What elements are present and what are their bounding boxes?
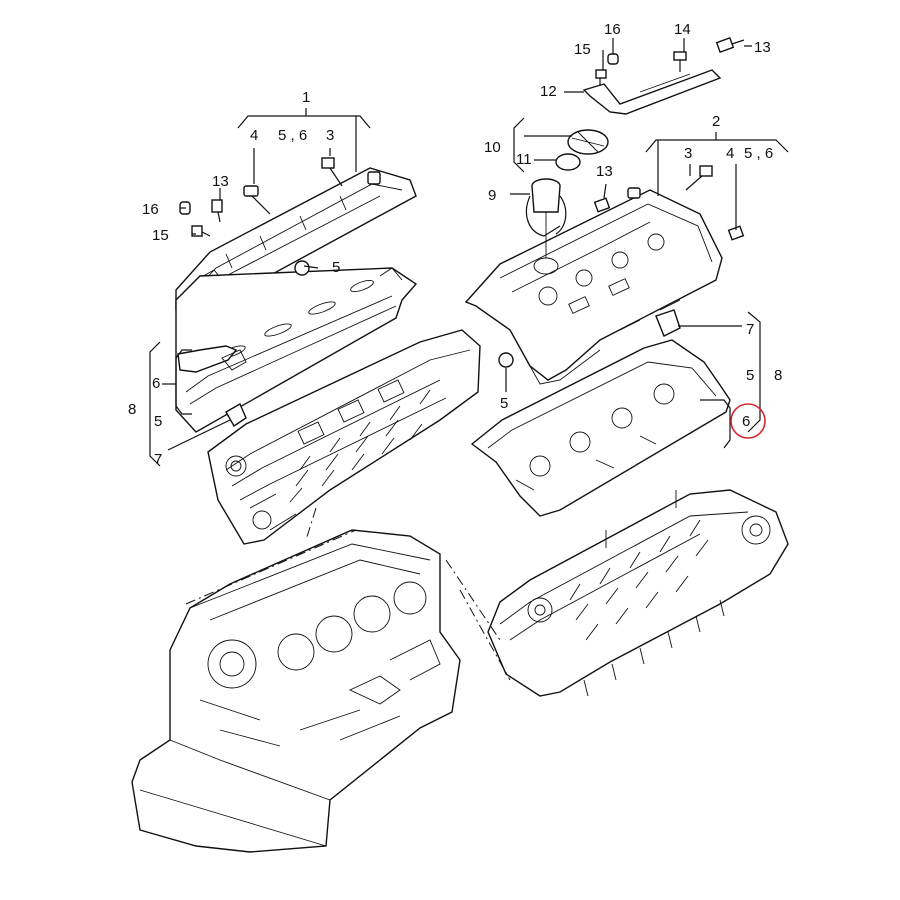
right-valve-cover-gasket — [470, 339, 731, 517]
right-plug-seal — [655, 309, 681, 337]
right-cylinder-head — [487, 489, 789, 697]
top-screw — [595, 69, 607, 86]
breather-pipe — [582, 69, 722, 115]
label-part-7-right: 7 — [746, 321, 754, 338]
label-part-3-left: 3 — [326, 127, 334, 144]
label-part-9: 9 — [488, 187, 496, 204]
label-part-5-center: 5 — [500, 395, 508, 412]
right-stud — [685, 165, 713, 191]
label-part-8-right: 8 — [774, 367, 782, 384]
label-part-5-right: 5 — [746, 367, 754, 384]
top-sensor — [715, 37, 745, 53]
label-part-5-6-left: 5 , 6 — [278, 127, 307, 144]
left-stud — [321, 157, 343, 187]
label-part-3-right: 3 — [684, 145, 692, 162]
label-part-16-left: 16 — [142, 201, 159, 218]
left-cylinder-head — [207, 329, 481, 545]
oil-filler-hose — [525, 195, 567, 237]
left-screw — [191, 225, 211, 237]
left-grommet — [294, 260, 310, 276]
top-bolt — [673, 51, 687, 72]
label-part-13-top: 13 — [754, 39, 771, 56]
right-sensor — [593, 197, 611, 213]
label-part-6-left-bracket: 6 — [152, 375, 160, 392]
label-part-14-top: 14 — [674, 21, 691, 38]
label-part-15-top: 15 — [574, 41, 591, 58]
highlight-circle — [730, 403, 766, 439]
top-cap — [607, 53, 619, 65]
right-grommet — [498, 352, 514, 368]
label-part-5-left-bracket: 5 — [154, 413, 162, 430]
label-part-12-top: 12 — [540, 83, 557, 100]
filler-cap-seal-ring — [555, 153, 581, 171]
label-part-7-left-bracket: 7 — [154, 451, 162, 468]
label-part-10: 10 — [484, 139, 501, 156]
right-bolt — [727, 225, 745, 241]
leader-lines — [149, 38, 789, 467]
label-part-4-right: 4 — [726, 145, 734, 162]
label-part-13-left: 13 — [212, 173, 229, 190]
left-sensor — [211, 199, 223, 223]
right-valve-cover — [464, 187, 723, 385]
label-part-1: 1 — [302, 89, 310, 106]
left-plug-seal — [225, 403, 247, 427]
label-part-5-left-grommet: 5 — [332, 259, 340, 276]
label-part-8-left-bracket: 8 — [128, 401, 136, 418]
callout-labels: 1 4 5 , 6 3 13 16 15 5 6 8 5 7 16 15 14 … — [128, 21, 782, 468]
left-bolt — [243, 185, 271, 215]
engine-block — [131, 529, 461, 853]
label-part-4-left: 4 — [250, 127, 258, 144]
label-part-5-6-right: 5 , 6 — [744, 145, 773, 162]
label-part-11: 11 — [516, 151, 532, 168]
left-bracket-lower-gasket — [177, 345, 247, 373]
label-part-15-left: 15 — [152, 227, 169, 244]
label-part-16-top: 16 — [604, 21, 621, 38]
label-part-13-mid: 13 — [596, 163, 613, 180]
label-part-6-right-highlighted: 6 — [742, 413, 750, 430]
label-part-2: 2 — [712, 113, 720, 130]
oil-filler-cap — [567, 129, 609, 155]
oil-filler-neck — [531, 178, 561, 275]
